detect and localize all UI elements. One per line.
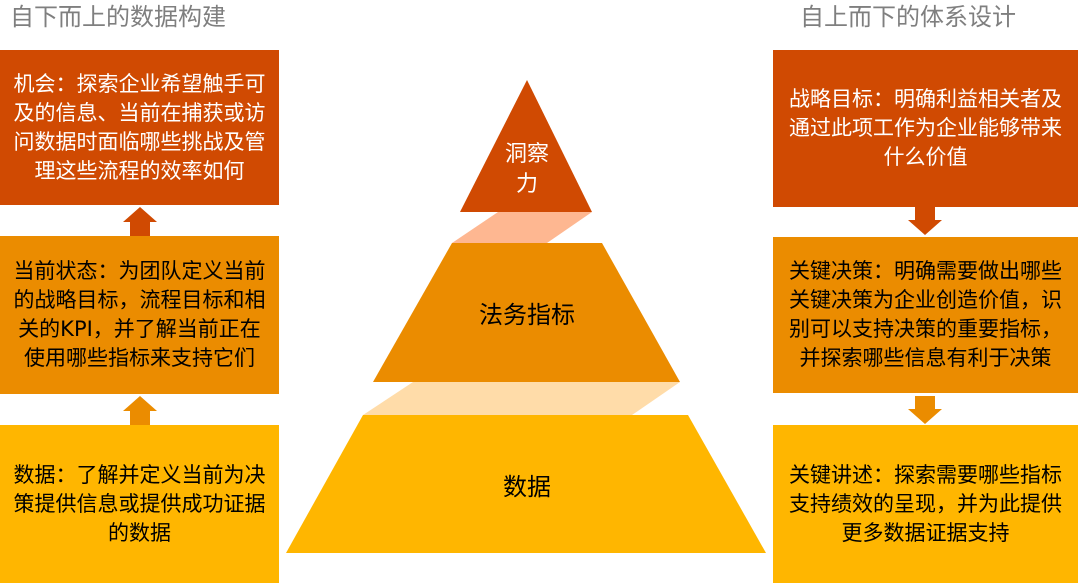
down-arrow-icon [908,207,942,235]
pyramid-level-metrics [373,243,680,382]
pyramid-level-data [286,415,766,553]
pyramid-label-data: 数据 [503,473,551,501]
up-arrow-icon [123,396,157,425]
pyramid-label-insight-line1: 洞察 [504,142,550,167]
right-box-strategic-goals-text: 战略目标：明确利益相关者及通过此项工作为企业能够带来什么价值 [789,87,1062,169]
pyramid-label-insight-line2: 力 [515,172,539,197]
up-arrow-icon [123,207,157,236]
pyramid-level-insight [460,80,592,212]
left-column-title: 自下而上的数据构建 [10,3,226,31]
left-box-data-text: 数据：了解并定义当前为决策提供信息或提供成功证据的数据 [13,462,266,545]
pyramid-label-insight: 洞察 力 [505,140,549,200]
right-box-key-decisions: 关键决策：明确需要做出哪些关键决策为企业创造价值，识别可以支持决策的重要指标，并… [773,237,1078,393]
pyramid-label-metrics: 法务指标 [479,301,575,329]
left-box-opportunity-text: 机会：探索企业希望触手可及的信息、当前在捕获或访问数据时面临哪些挑战及管理这些流… [13,71,266,183]
pyramid-connector-bottom [363,382,680,415]
left-box-current-state: 当前状态：为团队定义当前的战略目标，流程目标和相关的KPI，并了解当前正在使用哪… [0,236,279,394]
left-box-current-state-text: 当前状态：为团队定义当前的战略目标，流程目标和相关的KPI，并了解当前正在使用哪… [13,259,266,370]
pyramid-connector-top [452,212,592,243]
left-box-data: 数据：了解并定义当前为决策提供信息或提供成功证据的数据 [0,425,279,583]
right-box-strategic-goals: 战略目标：明确利益相关者及通过此项工作为企业能够带来什么价值 [773,50,1078,207]
right-box-key-decisions-text: 关键决策：明确需要做出哪些关键决策为企业创造价值，识别可以支持决策的重要指标，并… [789,259,1062,370]
left-box-opportunity: 机会：探索企业希望触手可及的信息、当前在捕获或访问数据时面临哪些挑战及管理这些流… [0,50,279,205]
down-arrow-icon [908,396,942,424]
right-box-key-narrative-text: 关键讲述：探索需要哪些指标支持绩效的呈现，并为此提供更多数据证据支持 [789,462,1062,545]
right-box-key-narrative: 关键讲述：探索需要哪些指标支持绩效的呈现，并为此提供更多数据证据支持 [773,425,1078,583]
right-column-title: 自上而下的体系设计 [800,3,1016,31]
